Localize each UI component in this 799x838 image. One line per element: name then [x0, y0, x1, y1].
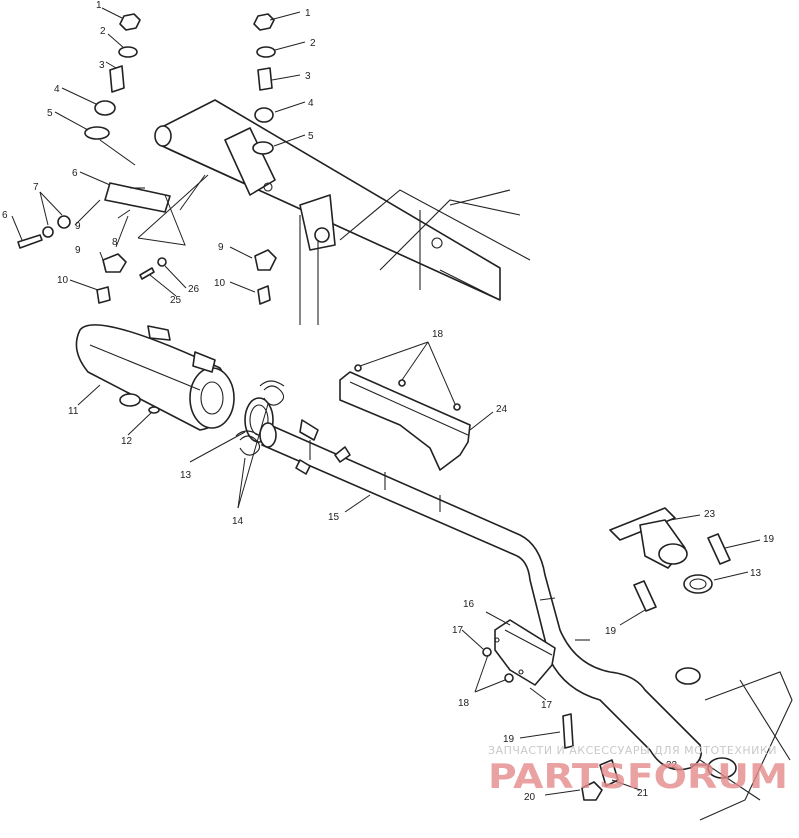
callout-17-lower: 17 [541, 700, 553, 711]
callout-2-left: 2 [100, 26, 106, 37]
springs-14 [235, 380, 285, 456]
callout-1-right: 1 [305, 8, 311, 19]
callout-3-left: 3 [99, 60, 105, 71]
left-hardware-stack [17, 13, 171, 304]
callout-5-right: 5 [308, 131, 314, 142]
callout-13-right: 13 [750, 568, 762, 579]
callout-15: 15 [328, 512, 340, 523]
muffler-bolt-12 [148, 406, 160, 414]
nut-9-left [102, 253, 127, 273]
callout-2-right: 2 [310, 38, 316, 49]
callout-10-right: 10 [214, 278, 226, 289]
nut-26 [157, 257, 167, 267]
washer-7b [57, 215, 71, 229]
callout-18-top: 18 [432, 329, 444, 340]
nut-20 [581, 781, 603, 801]
callout-7: 7 [33, 182, 39, 193]
callout-11: 11 [68, 406, 79, 417]
bolt-8 [17, 234, 43, 249]
callout-14: 14 [232, 516, 244, 527]
frame-crossmember [154, 99, 531, 325]
callout-9-right: 9 [218, 242, 224, 253]
callout-6-bolt: 6 [2, 210, 8, 221]
seal-13b [683, 574, 713, 594]
springs-19 [562, 533, 731, 749]
callout-9-left: 9 [75, 245, 81, 256]
callout-20: 20 [524, 792, 536, 803]
stud-21 [599, 759, 619, 787]
bushing-4 [94, 100, 116, 116]
callout-23: 23 [704, 509, 716, 520]
callout-22: 22 [666, 760, 678, 771]
callout-21: 21 [637, 788, 649, 799]
callout-8: 8 [112, 237, 118, 248]
muffler [75, 324, 235, 431]
heat-shield-24 [339, 364, 471, 471]
callout-25: 25 [170, 295, 182, 306]
grommet-5 [84, 126, 110, 140]
header-flange-23 [609, 507, 688, 569]
callout-4-right: 4 [308, 98, 314, 109]
callout-19-lower: 19 [503, 734, 515, 745]
watermark-tagline: ЗАПЧАСТИ И АКСЕССУАРЫ ДЛЯ МОТОТЕХНИКИ [488, 744, 777, 757]
callout-4-left: 4 [54, 84, 60, 95]
watermark: ЗАПЧАСТИ И АКСЕССУАРЫ ДЛЯ МОТОТЕХНИКИ PA… [488, 744, 788, 797]
callout-13-left: 13 [180, 470, 192, 481]
callout-9-washer: 9 [75, 221, 81, 232]
washer-7a [42, 226, 54, 238]
callout-19-right: 19 [763, 534, 775, 545]
heat-shield-16 [482, 619, 556, 686]
lower-right-hardware [581, 671, 793, 821]
bolt-25 [139, 267, 155, 280]
callout-numbers: 1 2 3 4 5 6 7 6 9 8 9 10 26 25 1 2 3 4 5… [2, 0, 775, 803]
callout-10-left: 10 [57, 275, 69, 286]
callout-26: 26 [188, 284, 200, 295]
muffler-mount [119, 393, 141, 407]
exhaust-pipe [259, 419, 703, 771]
leader-lines [11, 7, 761, 796]
bushing-10-left [96, 286, 111, 304]
callout-1-left: 1 [96, 0, 102, 11]
callout-3-right: 3 [305, 71, 311, 82]
spacer-3 [109, 65, 125, 93]
gasket-22 [707, 757, 737, 779]
callout-24: 24 [496, 404, 508, 415]
watermark-logo: PARTSFORUM [488, 757, 788, 797]
bracket-6 [104, 182, 171, 213]
callout-12: 12 [121, 436, 133, 447]
callout-17-upper: 17 [452, 625, 464, 636]
callout-18-lower: 18 [458, 698, 470, 709]
nut-1 [119, 13, 141, 31]
callout-16: 16 [463, 599, 475, 610]
right-hardware-stack [252, 13, 277, 305]
callout-6-bracket: 6 [72, 168, 78, 179]
callout-19-mid: 19 [605, 626, 617, 637]
callout-5-left: 5 [47, 108, 53, 119]
washer-2 [118, 46, 138, 58]
